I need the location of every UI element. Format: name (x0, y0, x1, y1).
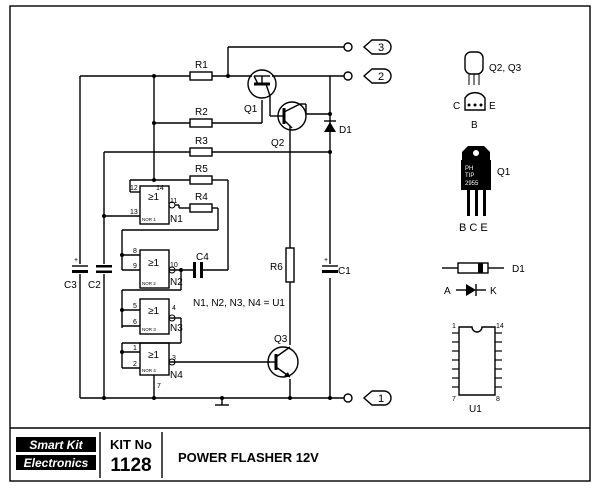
label-c4: C4 (196, 252, 209, 263)
pin-11: 11 (170, 198, 177, 205)
logo-line-1: Smart Kit (29, 438, 83, 452)
nor-gate-n2 (139, 249, 176, 289)
diode-legend-icon (442, 262, 504, 296)
terminal-3: 3 (378, 42, 384, 54)
dip14-package-icon (452, 326, 502, 396)
to220-pins: B C E (459, 222, 488, 234)
nor-gate-n4 (139, 342, 176, 376)
transistor-q2 (277, 101, 307, 131)
resistor-r1 (189, 71, 213, 81)
ic-pin-7: 7 (452, 396, 456, 403)
n1-symbol: ≥1 (148, 192, 159, 203)
pin-13: 13 (130, 209, 138, 216)
transistor-q1 (247, 69, 277, 99)
label-q1: Q1 (244, 104, 258, 115)
c1-plus: + (324, 257, 328, 264)
label-r6: R6 (270, 262, 283, 273)
legend-anode: A (444, 286, 451, 297)
label-n2: N2 (170, 277, 183, 288)
ic-pin-14: 14 (496, 323, 504, 330)
diode-d1 (324, 120, 336, 132)
pin-10: 10 (170, 262, 178, 269)
n2-name: NOR 2 (142, 281, 156, 286)
label-q2: Q2 (271, 138, 285, 149)
n2-symbol: ≥1 (148, 258, 159, 269)
pin-12: 12 (130, 185, 138, 192)
legend-q1-label: Q1 (497, 167, 511, 178)
to92-b: B (471, 120, 478, 131)
ic-pin-8: 8 (496, 396, 500, 403)
nor-gate-n1 (139, 185, 180, 225)
transistor-q3 (267, 346, 299, 378)
to92-c: C (453, 101, 460, 112)
pin-4: 4 (172, 305, 176, 312)
page-frame (9, 5, 591, 482)
pin-9: 9 (133, 263, 137, 270)
to220-line-1: PH (465, 166, 473, 172)
kit-label: KIT No (110, 437, 152, 452)
junctions (102, 74, 332, 400)
logo-line-2: Electronics (24, 456, 89, 470)
wires (79, 46, 344, 406)
label-c2: C2 (88, 280, 101, 291)
resistor-r5 (189, 175, 213, 185)
capacitors (72, 262, 338, 278)
resistor-r4 (189, 203, 213, 213)
pin-6: 6 (133, 319, 137, 326)
pin-14: 14 (156, 185, 164, 192)
pin-5: 5 (133, 303, 137, 310)
c3-plus: + (74, 257, 78, 264)
n4-symbol: ≥1 (148, 350, 159, 361)
pin-3: 3 (172, 355, 176, 362)
to92-e: E (489, 101, 496, 112)
resistor-r2 (189, 118, 213, 128)
legend-d1-label: D1 (512, 264, 525, 275)
terminal-2: 2 (378, 71, 384, 83)
resistor-r6 (285, 247, 295, 283)
pin-8: 8 (133, 248, 137, 255)
pin-2: 2 (133, 361, 137, 368)
to92-package-icon (464, 51, 486, 111)
label-n3: N3 (170, 323, 183, 334)
label-r4: R4 (195, 192, 208, 203)
gate-note: N1, N2, N3, N4 = U1 (193, 298, 285, 309)
label-r3: R3 (195, 136, 208, 147)
n3-name: NOR 3 (142, 327, 156, 332)
label-q3: Q3 (274, 334, 288, 345)
resistor-r3 (189, 147, 213, 157)
nor-gate-n3 (139, 298, 176, 335)
n1-name: NOR 1 (142, 217, 156, 222)
label-n1: N1 (170, 214, 183, 225)
label-d1: D1 (339, 125, 352, 136)
label-r1: R1 (195, 60, 208, 71)
legend-kathode: K (490, 286, 497, 297)
legend-q23-label: Q2, Q3 (489, 63, 522, 74)
to220-package-icon (461, 146, 491, 216)
kit-number: 1128 (110, 455, 151, 476)
ic-pin-1: 1 (452, 323, 456, 330)
smartkit-logo (16, 437, 96, 470)
label-c1: C1 (338, 266, 351, 277)
resistors (189, 71, 295, 283)
terminals (343, 39, 392, 406)
terminal-1: 1 (378, 393, 384, 405)
to220-line-2: TIP (465, 173, 474, 179)
pin-7: 7 (157, 383, 161, 390)
n4-name: NOR 4 (142, 368, 156, 373)
legend-u1-label: U1 (469, 404, 482, 415)
footer-title: POWER FLASHER 12V (178, 450, 319, 465)
label-r2: R2 (195, 107, 208, 118)
label-c3: C3 (64, 280, 77, 291)
label-r5: R5 (195, 164, 208, 175)
label-n4: N4 (170, 370, 183, 381)
pin-1: 1 (133, 345, 137, 352)
n3-symbol: ≥1 (148, 306, 159, 317)
to220-line-3: 2955 (465, 181, 479, 187)
